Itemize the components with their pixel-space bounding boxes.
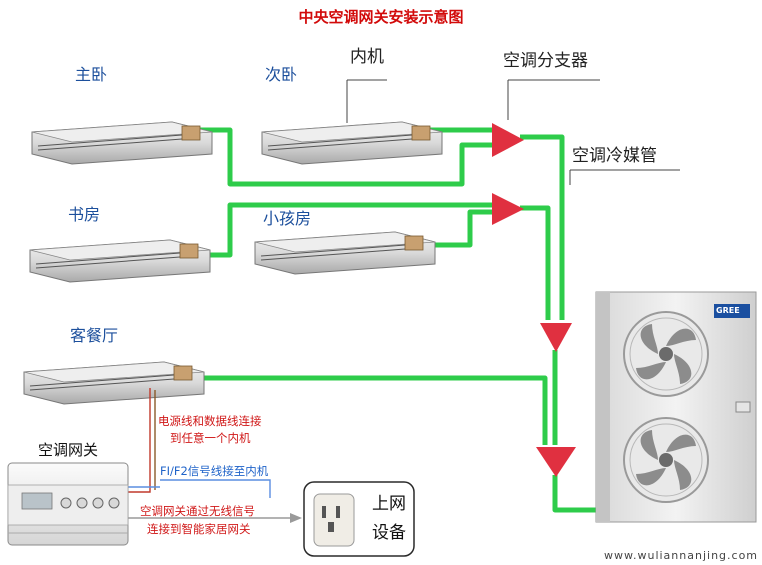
room-label-second-bedroom: 次卧	[265, 65, 298, 84]
network-device	[303, 481, 415, 557]
splitter-icon	[492, 123, 524, 157]
indoor-unit-master-bedroom	[31, 121, 213, 165]
pipe-splitter2-trunk	[520, 205, 551, 320]
gateway-device	[7, 462, 129, 546]
note-wireless-2: 连接到智能家居网关	[147, 522, 251, 536]
indoor-unit-study	[29, 239, 211, 283]
network-device-line2: 设备	[372, 523, 406, 543]
watermark: www.wuliannanjing.com	[604, 549, 759, 562]
pipe-master-bedroom	[190, 127, 500, 187]
callout-splitter: 空调分支器	[503, 51, 588, 71]
callout-leaders	[346, 79, 680, 185]
pipe-splitter1-trunk	[520, 134, 565, 320]
leader-splitter	[507, 79, 600, 120]
indoor-unit-living-dining	[23, 361, 205, 405]
leader-indoor-unit	[346, 79, 387, 123]
outdoor-brand-label: GREE	[716, 306, 740, 315]
gateway-title: 空调网关	[38, 441, 99, 459]
splitter-icon	[536, 447, 576, 477]
fi-f2-line	[160, 479, 271, 498]
gree-logo-icon	[714, 304, 750, 318]
indoor-unit-kids-room	[254, 231, 436, 275]
callout-indoor-unit: 内机	[350, 47, 384, 67]
callout-refrigerant-pipe: 空调冷媒管	[572, 146, 657, 166]
gateway-wiring	[120, 388, 302, 523]
room-label-living-dining: 客餐厅	[70, 326, 119, 345]
splitter-icon	[492, 193, 524, 225]
note-power-data-line-1: 电源线和数据线连接	[158, 414, 262, 428]
indoor-unit-second-bedroom	[261, 121, 443, 165]
power-data-line	[120, 388, 151, 493]
refrigerant-pipes	[175, 127, 600, 513]
note-power-data-line-2: 到任意一个内机	[170, 431, 251, 445]
room-label-study: 书房	[68, 205, 101, 224]
splitter-icon	[540, 323, 572, 352]
splitters	[492, 123, 576, 477]
room-label-master-bedroom: 主卧	[75, 65, 108, 84]
note-fi-f2-line: FI/F2信号线接至内机	[160, 464, 269, 478]
pipe-to-outdoor	[552, 475, 600, 513]
outdoor-unit	[595, 291, 757, 523]
note-wireless-1: 空调网关通过无线信号	[140, 504, 255, 518]
pipe-living-room	[190, 375, 548, 445]
network-device-line1: 上网	[372, 494, 406, 514]
diagram-title: 中央空调网关安装示意图	[298, 8, 464, 26]
leader-refrigerant-pipe	[569, 169, 680, 185]
room-label-kids-room: 小孩房	[263, 209, 312, 228]
